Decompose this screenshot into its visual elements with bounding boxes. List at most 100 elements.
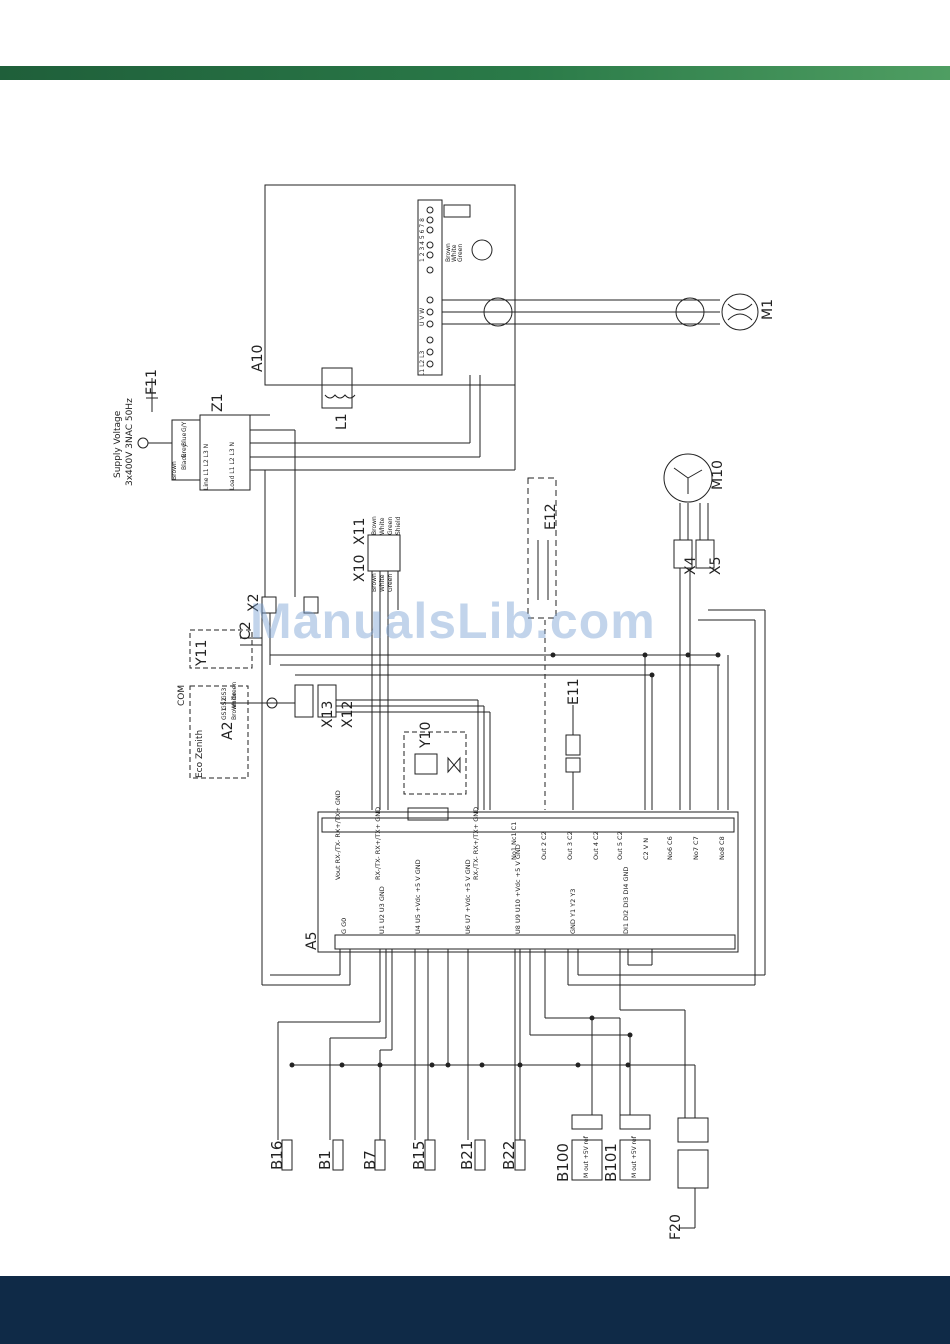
x11-wire-2: Green bbox=[387, 517, 394, 535]
a10-box bbox=[264, 184, 516, 386]
a5-top-group-4: Out 2 C2 bbox=[540, 831, 548, 860]
label-x10: X10 bbox=[352, 555, 368, 582]
label-x5: X5 bbox=[708, 557, 724, 576]
label-m1: M1 bbox=[760, 299, 776, 320]
sensor-label-b22: B22 bbox=[500, 1141, 518, 1170]
label-x11: X11 bbox=[352, 518, 368, 545]
x13-connector bbox=[317, 684, 337, 718]
transducer-b100-body bbox=[571, 1139, 603, 1181]
junction-dots bbox=[289, 652, 721, 1068]
y10-valve bbox=[403, 731, 467, 795]
a2-terminal-2: GS1 bbox=[221, 708, 228, 720]
transducer-b101-body bbox=[619, 1139, 651, 1181]
x4-connector bbox=[673, 539, 693, 569]
a2-terminal-1: GS2 bbox=[221, 698, 228, 710]
sensor-label-b16: B16 bbox=[268, 1141, 286, 1170]
a10-supply-terminals: L1 L2 L3 bbox=[419, 351, 426, 376]
a10-motor-terminals: U V W bbox=[419, 308, 426, 326]
a5-top-group-5: Out 3 C2 bbox=[566, 831, 574, 860]
e11-heater bbox=[565, 734, 581, 756]
label-supply-line1: Supply Voltage bbox=[113, 410, 123, 478]
a5-top-group-8: C2 V N bbox=[642, 838, 650, 860]
label-a10: A10 bbox=[250, 345, 266, 372]
x11-wire-3: Shield bbox=[395, 516, 402, 535]
label-z1: Z1 bbox=[210, 394, 226, 413]
label-f11: F11 bbox=[144, 369, 160, 395]
x11-connector bbox=[367, 534, 401, 572]
label-x13: X13 bbox=[320, 701, 336, 728]
watermark: ManualsLib.com bbox=[250, 593, 656, 649]
z1-wire-1: Blue bbox=[181, 432, 188, 446]
z1-wire-4: Brown bbox=[171, 461, 178, 480]
a2-wire-2: Brown bbox=[231, 701, 238, 720]
label-l1: L1 bbox=[334, 413, 350, 430]
x11-wire-1: White bbox=[379, 517, 386, 535]
sensor-label-b21: B21 bbox=[458, 1141, 476, 1170]
a5-top-group-6: Out 4 C2 bbox=[592, 831, 600, 860]
label-a2-com: COM bbox=[177, 685, 187, 706]
e12-heater-box bbox=[527, 477, 557, 619]
x2-connector bbox=[261, 596, 277, 614]
a5-bottom-group-0: G G0 bbox=[340, 918, 348, 934]
a10-wire-0: Brown bbox=[445, 243, 452, 262]
a10-terminals bbox=[426, 206, 434, 368]
a10-terminal-strip bbox=[417, 199, 443, 376]
a10-wire-2: Green bbox=[457, 244, 464, 262]
supply-terminal bbox=[137, 437, 149, 449]
label-m10: M10 bbox=[710, 460, 726, 490]
a5-top-group-11: No8 C8 bbox=[718, 836, 726, 860]
label-y11: Y11 bbox=[194, 640, 210, 667]
label-transducer-b101-pins: M out +5V ref bbox=[631, 1135, 638, 1178]
a5-top-group-9: No6 C6 bbox=[666, 836, 674, 860]
sensor-b16-probe bbox=[281, 1139, 293, 1171]
sensor-label-b15: B15 bbox=[410, 1141, 428, 1170]
label-a5: A5 bbox=[304, 932, 320, 950]
a5-bottom-group-2: U4 U5 +Vdc +5 V GND bbox=[414, 859, 422, 934]
a5-top-group-1: RX-/TX- RX+/TX+ GND bbox=[374, 807, 382, 880]
a2-wire-0: Green bbox=[231, 682, 238, 700]
label-c2: C2 bbox=[238, 621, 254, 640]
l1-choke bbox=[321, 367, 353, 409]
a5-bottom-group-6: DI1 DI2 DI3 DI4 GND bbox=[622, 867, 630, 934]
z1-load-label: Load L1 L2 L3 N bbox=[229, 442, 236, 490]
m10-fan-symbol bbox=[663, 453, 713, 503]
a5-top-group-7: Out 5 C2 bbox=[616, 831, 624, 860]
label-x2: X2 bbox=[246, 594, 262, 613]
z1-wire-2: Grey bbox=[181, 443, 188, 458]
x10-wire-0: Brown bbox=[371, 573, 378, 592]
z1-wire-3: Black bbox=[181, 453, 188, 470]
a2-box bbox=[189, 685, 249, 779]
label-a2-eco: Eco Zenith bbox=[195, 730, 205, 778]
z1-line-label: Line L1 L2 L3 N bbox=[203, 444, 210, 490]
a5-bottom-group-1: U1 U2 U3 GND bbox=[378, 886, 386, 934]
sensor-label-b7: B7 bbox=[361, 1150, 379, 1170]
y11-coil bbox=[189, 629, 253, 669]
sensor-label-b100: B100 bbox=[554, 1143, 572, 1182]
label-y10: Y10 bbox=[418, 722, 434, 749]
sensor-label-b101: B101 bbox=[602, 1143, 620, 1182]
f20-switch-body bbox=[677, 1149, 709, 1189]
sensor-b22-probe bbox=[514, 1139, 526, 1171]
label-x4: X4 bbox=[683, 556, 699, 575]
a5-bottom-group-5: GND Y1 Y2 Y3 bbox=[569, 889, 577, 934]
a10-upper-terminals: 1 2 3 4 5 6 7 8 bbox=[419, 218, 426, 262]
x11-wire-0: Brown bbox=[371, 516, 378, 535]
z1-wire-0: G/Y bbox=[181, 421, 188, 432]
a5-top-group-0: Vout RX-/TX- RX+/TX+ GND bbox=[334, 790, 342, 880]
x12-connector bbox=[294, 684, 314, 718]
sensor-label-b1: B1 bbox=[316, 1150, 334, 1170]
sensor-b15-probe bbox=[424, 1139, 436, 1171]
x10-wire-2: Green bbox=[387, 574, 394, 592]
bottom-color-band bbox=[0, 1276, 950, 1344]
label-f20: F20 bbox=[668, 1214, 684, 1240]
sensor-b21-probe bbox=[474, 1139, 486, 1171]
a5-top-group-10: No7 C7 bbox=[692, 836, 700, 860]
label-a2: A2 bbox=[220, 722, 236, 740]
label-x12: X12 bbox=[340, 701, 356, 728]
a2-wire-1: White bbox=[231, 692, 238, 710]
a5-top-group-3: No1 Nc1 C1 bbox=[510, 822, 518, 860]
a5-bottom-group-4: U8 U9 U10 +Vdc +5 V GND bbox=[514, 844, 522, 934]
a5-bottom-group-3: U6 U7 +Vdc +5 V GND bbox=[464, 859, 472, 934]
x5-connector bbox=[695, 539, 715, 569]
